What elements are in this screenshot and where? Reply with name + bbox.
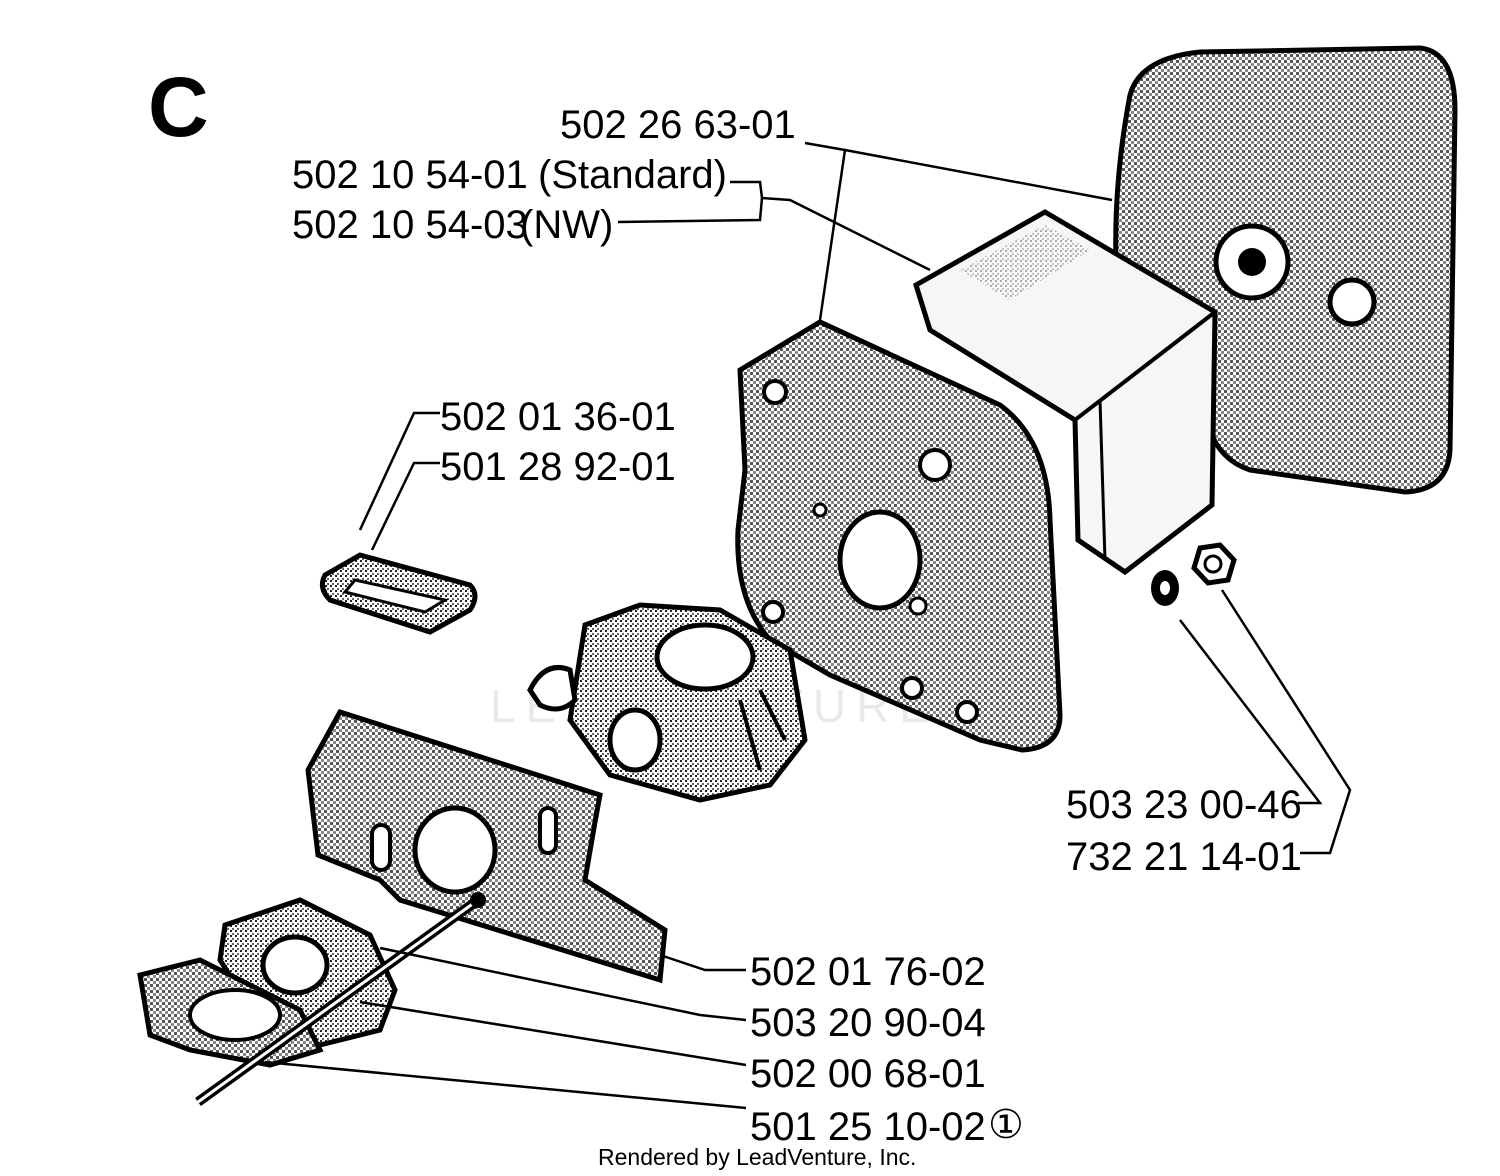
part-label-5: 501 28 92-01	[440, 445, 676, 489]
part-label-3-note: (NW)	[520, 203, 613, 247]
filter-holder-plate	[735, 319, 1063, 753]
bolt	[195, 892, 486, 1107]
leader-lines	[264, 141, 1352, 1110]
gasket	[137, 957, 324, 1068]
part-label-1: 502 26 63-01	[560, 103, 796, 147]
carburetor	[527, 602, 808, 803]
part-label-8: 502 01 76-02	[750, 950, 986, 994]
part-label-2: 502 10 54-01	[292, 153, 528, 197]
part-label-9: 503 20 90-04	[750, 1001, 986, 1045]
washer	[1151, 570, 1179, 606]
part-label-10: 502 00 68-01	[750, 1052, 986, 1096]
part-label-7: 732 21 14-01	[1066, 835, 1302, 879]
footer-credit: Rendered by LeadVenture, Inc.	[598, 1144, 916, 1170]
part-label-3: 502 10 54-03	[292, 203, 528, 247]
choke-spacer	[319, 552, 478, 635]
part-label-6: 503 23 00-46	[1066, 783, 1302, 827]
part-label-2-note: (Standard)	[538, 153, 727, 197]
nut	[1191, 542, 1237, 586]
part-label-4: 502 01 36-01	[440, 395, 676, 439]
section-letter: C	[148, 60, 209, 154]
footnote-mark: ①	[988, 1103, 1024, 1147]
air-filter	[913, 209, 1218, 576]
part-label-11: 501 25 10-02	[750, 1105, 986, 1149]
heat-shield	[305, 708, 668, 984]
